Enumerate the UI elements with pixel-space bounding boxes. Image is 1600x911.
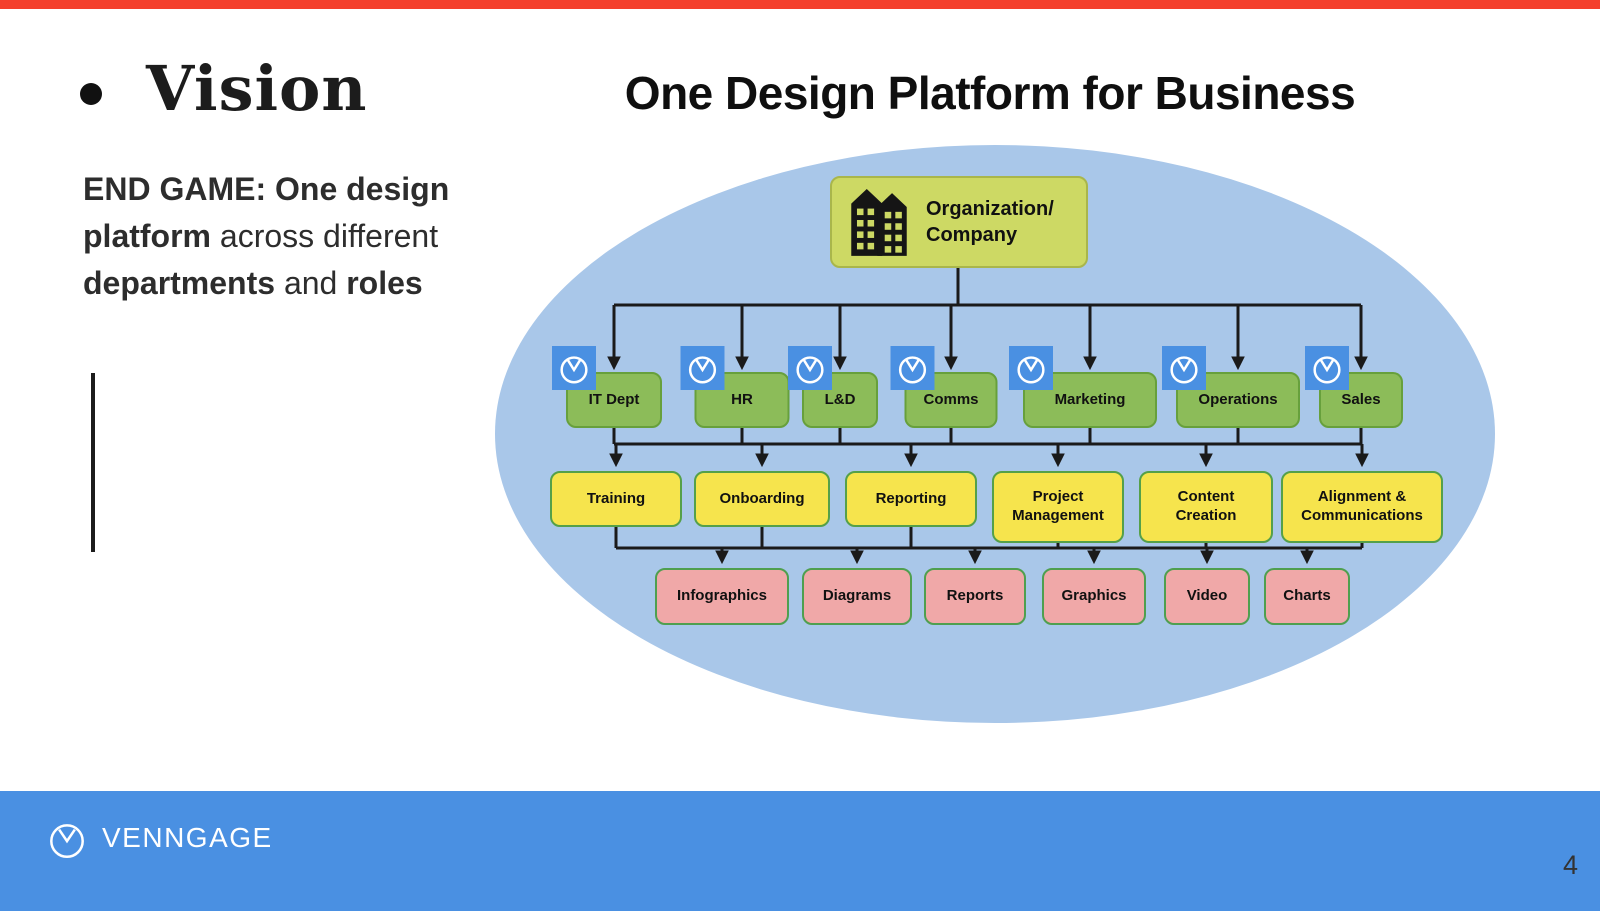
building-icon (848, 183, 910, 262)
statement-segment: roles (346, 265, 423, 301)
page-title: Vision (146, 52, 368, 125)
statement-segment: across different (211, 218, 439, 254)
function-node-reporting: Reporting (845, 471, 977, 527)
output-node-graphics: Graphics (1042, 568, 1146, 625)
dept-label: Operations (1198, 390, 1278, 408)
vision-statement: END GAME: One design platform across dif… (83, 166, 553, 307)
page-number: 4 (1562, 850, 1578, 880)
venngage-badge (1305, 346, 1349, 390)
dept-label: L&D (824, 390, 856, 408)
root-label-line2: Company (926, 224, 1018, 246)
statement-segment: and (275, 265, 347, 301)
dept-node-hr: HR (680, 346, 790, 428)
venngage-badge (1009, 346, 1053, 390)
dept-label: HR (731, 390, 753, 408)
vision-heading: Vision (80, 52, 367, 125)
dept-node-it-dept: IT Dept (552, 346, 662, 428)
venngage-logo-icon (1017, 356, 1045, 384)
output-node-reports: Reports (924, 568, 1026, 625)
output-node-charts: Charts (1264, 568, 1350, 625)
function-label: Project Management (1012, 488, 1104, 524)
output-label: Reports (946, 587, 1004, 605)
output-node-infographics: Infographics (655, 568, 789, 625)
root-label: Organization/ Company (926, 196, 1054, 248)
venngage-logo-icon (560, 356, 588, 384)
function-node-content-creation: Content Creation (1139, 471, 1273, 543)
dept-label: Comms (923, 390, 979, 408)
output-label: Video (1186, 587, 1228, 605)
venngage-badge (1162, 346, 1206, 390)
function-node-alignment-communications: Alignment & Communications (1281, 471, 1443, 543)
brand-name: VENNGAGE (102, 822, 273, 853)
function-label: Content Creation (1175, 488, 1237, 524)
venngage-badge (890, 346, 935, 390)
output-label: Graphics (1061, 587, 1127, 605)
dept-node-sales: Sales (1305, 346, 1403, 428)
dept-label: Marketing (1054, 390, 1126, 408)
venngage-logo-icon (688, 356, 717, 384)
function-label: Alignment & Communications (1301, 488, 1423, 524)
venngage-logo-icon (898, 356, 927, 384)
venngage-badge (680, 346, 725, 390)
statement-segment: departments (83, 265, 276, 301)
output-label: Diagrams (822, 587, 892, 605)
venngage-badge (552, 346, 596, 390)
dept-node-ld: L&D (788, 346, 878, 428)
venngage-badge (788, 346, 832, 390)
dept-node-comms: Comms (890, 346, 998, 428)
dept-label: Sales (1341, 390, 1381, 408)
function-label: Reporting (875, 489, 947, 507)
diagram-title: One Design Platform for Business (624, 67, 1356, 119)
venngage-logo-icon (796, 356, 824, 384)
top-accent-bar (0, 0, 1600, 9)
function-label: Onboarding (719, 489, 805, 507)
output-node-video: Video (1164, 568, 1250, 625)
function-node-onboarding: Onboarding (694, 471, 830, 527)
function-node-training: Training (550, 471, 682, 527)
dept-node-operations: Operations (1162, 346, 1300, 428)
venngage-logo-icon (1170, 356, 1198, 384)
function-node-project-management: Project Management (992, 471, 1124, 543)
footer-bar (0, 791, 1600, 911)
statement-segment: END GAME: One design platform (83, 171, 450, 254)
root-node-organization: Organization/ Company (830, 176, 1088, 268)
vertical-rule (91, 373, 95, 552)
venngage-logo-icon (44, 816, 90, 867)
dept-node-marketing: Marketing (1009, 346, 1157, 428)
bullet-icon (80, 82, 102, 105)
function-label: Training (586, 489, 646, 507)
output-label: Charts (1283, 587, 1331, 605)
output-label: Infographics (676, 587, 767, 605)
dept-label: IT Dept (588, 390, 640, 408)
output-node-diagrams: Diagrams (802, 568, 912, 625)
venngage-logo-icon (1313, 356, 1341, 384)
root-label-line1: Organization/ (926, 198, 1054, 220)
